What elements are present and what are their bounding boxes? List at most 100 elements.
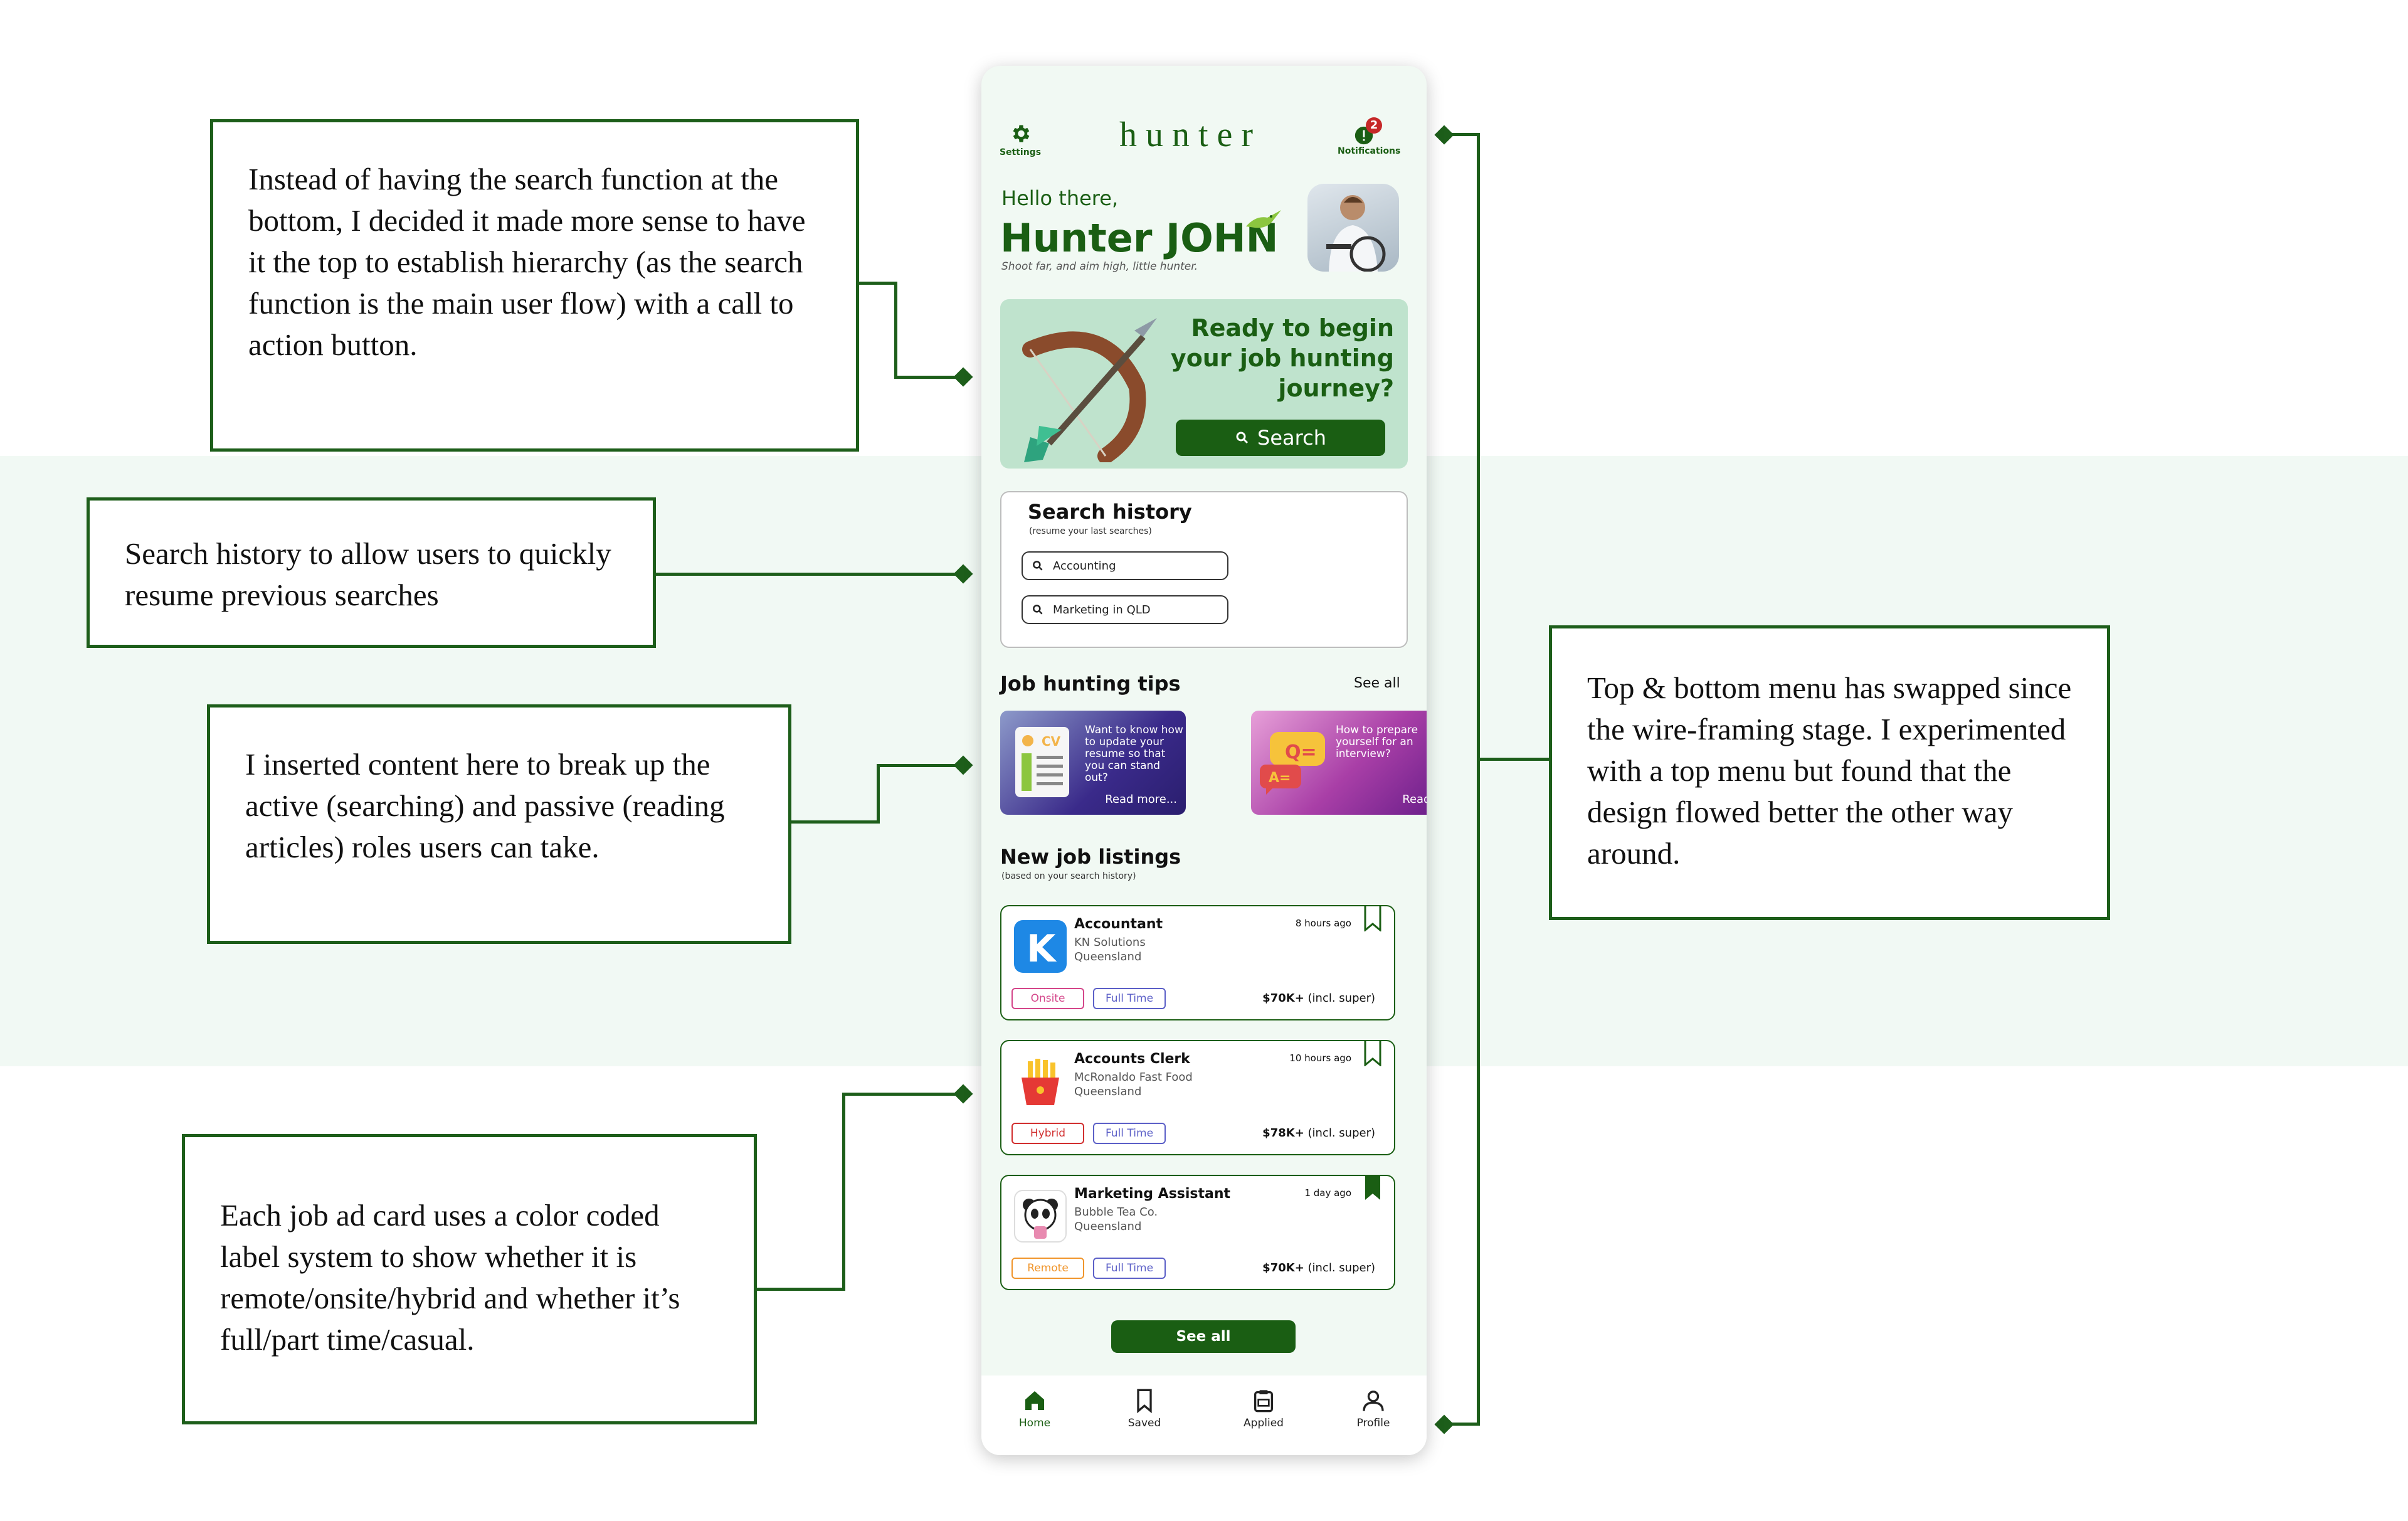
job-card[interactable]: Marketing Assistant Bubble Tea Co. Queen… (1000, 1175, 1395, 1290)
k-letter-icon: K (1027, 927, 1057, 971)
notifications-button[interactable]: 2 Notifications (1338, 117, 1401, 156)
pay-amount: $78K+ (1262, 1126, 1304, 1140)
tip-text: Want to know how to update your resume s… (1085, 724, 1183, 784)
search-button[interactable]: Search (1176, 420, 1385, 456)
settings-button[interactable]: Settings (992, 122, 1048, 157)
notification-badge: 2 (1366, 117, 1382, 134)
work-mode-label: Hybrid (1011, 1123, 1084, 1144)
home-icon (1025, 1391, 1044, 1410)
job-pay: $70K+ (incl. super) (1262, 1261, 1375, 1275)
job-type-label: Full Time (1093, 1258, 1166, 1279)
annotation-search-top: Instead of having the search function at… (210, 119, 859, 452)
search-icon (1033, 605, 1043, 615)
svg-text:CV: CV (1042, 734, 1061, 749)
search-history-item[interactable]: Marketing in QLD (1022, 595, 1228, 624)
tip-read-more[interactable]: Read more... (1402, 793, 1427, 806)
job-type-label: Full Time (1093, 1123, 1166, 1144)
job-pay: $70K+ (incl. super) (1262, 992, 1375, 1005)
tips-see-all-link[interactable]: See all (1354, 676, 1400, 691)
job-company: KN Solutions Queensland (1074, 935, 1146, 964)
job-pay: $78K+ (incl. super) (1262, 1126, 1375, 1140)
job-location: Queensland (1074, 950, 1142, 963)
nav-profile[interactable]: Profile (1336, 1388, 1411, 1429)
job-title: Accountant (1074, 916, 1163, 932)
nav-label: Saved (1127, 1417, 1161, 1429)
pay-amount: $70K+ (1262, 1261, 1304, 1275)
search-history-subtitle: (resume your last searches) (1029, 526, 1152, 536)
company-name: KN Solutions (1074, 936, 1146, 949)
search-history-item[interactable]: Accounting (1022, 551, 1228, 580)
tagline: Shoot far, and aim high, little hunter. (1001, 260, 1198, 273)
job-company: McRonaldo Fast Food Queensland (1074, 1070, 1193, 1099)
greeting-text: Hello there, (1001, 186, 1119, 210)
tip-read-more[interactable]: Read more... (1105, 793, 1177, 806)
nav-applied[interactable]: Applied (1226, 1388, 1301, 1429)
company-name: McRonaldo Fast Food (1074, 1071, 1193, 1084)
company-name: Bubble Tea Co. (1074, 1206, 1158, 1219)
bookmark-icon[interactable] (1364, 1041, 1381, 1066)
work-mode-label: Onsite (1011, 988, 1084, 1009)
search-icon (1033, 561, 1043, 571)
search-icon (1236, 432, 1249, 444)
clipboard-icon (1254, 1390, 1273, 1412)
company-logo (1014, 1190, 1067, 1243)
svg-text:K: K (1027, 927, 1057, 971)
listings-subtitle: (based on your search history) (1001, 871, 1136, 881)
connector-dot (953, 367, 973, 387)
profile-icon (1363, 1391, 1384, 1411)
bookmark-icon[interactable] (1364, 906, 1381, 931)
gear-icon (1013, 125, 1030, 142)
job-posted-time: 1 day ago (1304, 1187, 1351, 1199)
nav-home[interactable]: Home (997, 1388, 1072, 1429)
search-history-label: Marketing in QLD (1053, 603, 1151, 617)
nav-saved[interactable]: Saved (1107, 1388, 1182, 1429)
pay-note: (incl. super) (1307, 1126, 1375, 1140)
phone-screen: Settings hunter 2 Notifications Hello th… (981, 66, 1427, 1455)
job-card[interactable]: Accounts Clerk McRonaldo Fast Food Queen… (1000, 1040, 1395, 1155)
job-location: Queensland (1074, 1085, 1142, 1098)
user-photo-icon (1326, 195, 1386, 272)
bookmark-filled-icon[interactable] (1364, 1176, 1381, 1201)
pay-note: (incl. super) (1307, 1261, 1375, 1275)
search-history-card: Search history (resume your last searche… (1000, 491, 1408, 648)
app-logo: hunter (1119, 115, 1262, 154)
question-answer-icon: Q= A= (1260, 732, 1325, 795)
job-company: Bubble Tea Co. Queensland (1074, 1205, 1158, 1234)
annotation-content-breakup: I inserted content here to break up the … (207, 704, 791, 944)
tips-title: Job hunting tips (1000, 672, 1181, 696)
tip-card[interactable]: CV Want to know how to update your resum… (1000, 711, 1186, 815)
user-name: Hunter JOHN (1000, 215, 1279, 261)
company-logo: K (1014, 920, 1067, 973)
search-history-title: Search history (1028, 500, 1192, 524)
tip-text: How to prepare yourself for an interview… (1336, 724, 1418, 760)
search-button-label: Search (1257, 426, 1326, 450)
fries-icon (1022, 1059, 1059, 1105)
annotation-job-cards: Each job ad card uses a color coded labe… (182, 1134, 757, 1424)
listings-see-all-button[interactable]: See all (1111, 1320, 1296, 1353)
tip-card[interactable]: Q= A= How to prepare yourself for an int… (1251, 711, 1427, 815)
notifications-label: Notifications (1338, 146, 1401, 156)
resume-icon: CV (1015, 727, 1069, 797)
annotation-menus: Top & bottom menu has swapped since the … (1549, 625, 2110, 920)
annotation-search-history: Search history to allow users to quickly… (87, 497, 656, 648)
hero-text: Ready to begin your job hunting journey? (1170, 314, 1394, 402)
job-posted-time: 10 hours ago (1289, 1052, 1351, 1064)
nav-label: Home (1018, 1417, 1051, 1429)
nav-label: Applied (1244, 1417, 1284, 1429)
job-posted-time: 8 hours ago (1295, 918, 1351, 929)
company-logo (1014, 1055, 1067, 1108)
connector-dot (953, 1084, 973, 1104)
svg-text:A=: A= (1269, 770, 1291, 786)
job-title: Accounts Clerk (1074, 1051, 1190, 1067)
search-hero-card: Ready to begin your job hunting journey?… (1000, 299, 1408, 469)
bird-icon (1246, 210, 1281, 228)
work-mode-label: Remote (1011, 1258, 1084, 1279)
svg-text:Q=: Q= (1285, 741, 1317, 763)
job-card[interactable]: K Accountant KN Solutions Queensland 8 h… (1000, 905, 1395, 1020)
search-history-label: Accounting (1053, 559, 1116, 573)
nav-label: Profile (1356, 1417, 1390, 1429)
avatar[interactable] (1307, 184, 1399, 272)
job-type-label: Full Time (1093, 988, 1166, 1009)
job-location: Queensland (1074, 1220, 1142, 1233)
job-title: Marketing Assistant (1074, 1186, 1231, 1202)
